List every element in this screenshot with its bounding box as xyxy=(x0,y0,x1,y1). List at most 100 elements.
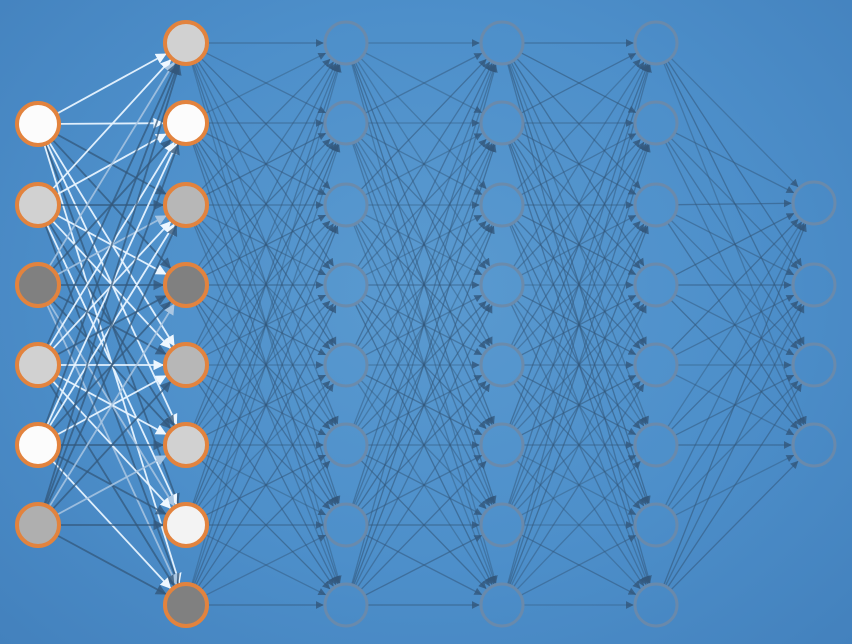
neuron-layer xyxy=(15,20,837,628)
connection-4-5-1 xyxy=(671,300,799,430)
hidden-layer-2-neuron-3 xyxy=(323,182,369,228)
connection-0-5-3 xyxy=(48,303,175,507)
connection-0-5-5 xyxy=(56,455,167,516)
hidden-layer-4-neuron-7 xyxy=(633,502,679,548)
hidden-layer-1-neuron-6 xyxy=(163,422,209,468)
hidden-layer-1-neuron-3 xyxy=(163,182,209,228)
hidden-layer-1-neuron-5 xyxy=(163,342,209,388)
hidden-layer-2-neuron-1 xyxy=(323,20,369,66)
connection-0-5-0 xyxy=(43,63,182,505)
connection-3-4-0 xyxy=(510,62,647,346)
connection-2-1-0 xyxy=(365,52,483,114)
connection-3-7-6 xyxy=(521,535,637,596)
connection-3-7-5 xyxy=(516,461,641,590)
connection-4-7-2 xyxy=(667,383,802,587)
connection-3-7-2 xyxy=(509,225,649,585)
connection-4-7-0 xyxy=(663,223,807,585)
connection-0-2-0 xyxy=(48,61,175,267)
connection-layer xyxy=(43,39,807,609)
connection-1-3-0 xyxy=(197,61,334,267)
connection-3-2-0 xyxy=(516,59,641,190)
hidden-layer-3-neuron-1 xyxy=(479,20,525,66)
connection-4-7-1 xyxy=(665,304,805,586)
connection-4-4-0 xyxy=(670,218,799,350)
output-layer-neuron-3 xyxy=(791,342,837,388)
hidden-layer-4-neuron-1 xyxy=(633,20,679,66)
hidden-layer-4-neuron-3 xyxy=(633,182,679,228)
connection-1-6-1 xyxy=(193,143,339,505)
connection-1-7-3 xyxy=(195,304,337,586)
connection-1-0-1 xyxy=(205,52,327,114)
connection-2-3-0 xyxy=(357,61,491,267)
output-layer-neuron-4 xyxy=(791,422,837,468)
connection-0-1-0 xyxy=(52,59,172,190)
connection-1-2-1 xyxy=(205,132,327,196)
connection-2-7-2 xyxy=(353,225,495,585)
connection-0-4-0 xyxy=(44,63,180,425)
connection-4-5-0 xyxy=(667,221,802,427)
output-layer-neuron-2 xyxy=(791,262,837,308)
connection-1-6-0 xyxy=(192,64,341,505)
connection-0-5-2 xyxy=(46,224,178,506)
connection-4-1-0 xyxy=(675,132,795,194)
connection-3-6-4 xyxy=(516,381,641,510)
connection-0-5-7 xyxy=(56,534,167,595)
input-layer-neuron-5 xyxy=(15,422,61,468)
hidden-layer-4-neuron-8 xyxy=(633,582,679,628)
hidden-layer-2-neuron-5 xyxy=(323,342,369,388)
hidden-layer-1-neuron-4 xyxy=(163,262,209,308)
connection-1-7-4 xyxy=(197,383,334,588)
connection-3-3-0 xyxy=(513,61,645,267)
connection-2-7-6 xyxy=(365,534,483,596)
connection-4-0-0 xyxy=(671,58,799,188)
connection-1-1-0 xyxy=(205,52,327,114)
connection-2-2-0 xyxy=(360,59,487,190)
connection-2-4-0 xyxy=(355,62,493,346)
connection-3-5-0 xyxy=(509,63,649,425)
connection-3-7-3 xyxy=(510,304,647,586)
input-layer-neuron-2 xyxy=(15,182,61,228)
connection-1-5-0 xyxy=(193,63,339,425)
input-layer-neuron-1 xyxy=(15,101,61,147)
hidden-layer-4-neuron-6 xyxy=(633,422,679,468)
connection-3-6-0 xyxy=(508,64,651,505)
connection-1-6-2 xyxy=(195,224,337,506)
hidden-layer-3-neuron-6 xyxy=(479,422,525,468)
hidden-layer-3-neuron-2 xyxy=(479,100,525,146)
connection-3-7-1 xyxy=(508,144,651,585)
output-layer-neuron-1 xyxy=(791,180,837,226)
connection-0-3-0 xyxy=(46,62,178,346)
hidden-layer-1-neuron-8 xyxy=(163,582,209,628)
connection-2-7-4 xyxy=(357,383,491,587)
hidden-layer-3-neuron-8 xyxy=(479,582,525,628)
connection-3-7-0 xyxy=(507,64,652,584)
input-layer-neuron-4 xyxy=(15,342,61,388)
connection-4-3-0 xyxy=(675,213,795,276)
connection-2-5-0 xyxy=(353,63,495,425)
hidden-layer-1-neuron-1 xyxy=(163,20,209,66)
connection-3-3-1 xyxy=(516,139,641,270)
hidden-layer-2-neuron-4 xyxy=(323,262,369,308)
hidden-layer-1-neuron-2 xyxy=(163,100,209,146)
connection-3-2-1 xyxy=(521,133,637,196)
hidden-layer-3-neuron-7 xyxy=(479,502,525,548)
connection-1-7-1 xyxy=(192,144,341,585)
hidden-layer-2-neuron-7 xyxy=(323,502,369,548)
connection-2-7-0 xyxy=(351,64,498,584)
connection-1-1-4 xyxy=(197,141,334,347)
connection-1-7-5 xyxy=(201,460,331,590)
hidden-layer-4-neuron-5 xyxy=(633,342,679,388)
connection-3-5-7 xyxy=(516,460,641,589)
input-layer-neuron-6 xyxy=(15,502,61,548)
connection-1-7-2 xyxy=(193,225,339,585)
connection-0-5-1 xyxy=(44,143,180,505)
connection-2-7-5 xyxy=(360,460,487,590)
connection-1-7-0 xyxy=(191,64,342,584)
hidden-layer-4-neuron-2 xyxy=(633,100,679,146)
connection-1-7-6 xyxy=(205,534,327,596)
input-layer-neuron-3 xyxy=(15,262,61,308)
connection-0-0-0 xyxy=(56,53,167,115)
connection-2-7-3 xyxy=(355,304,493,586)
